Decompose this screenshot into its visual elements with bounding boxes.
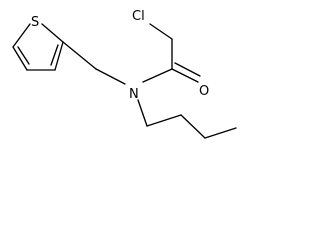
bond-c-o	[171, 68, 199, 83]
bond-n-butyl1	[137, 99, 148, 127]
bond-c4-c5-inner	[17, 46, 30, 65]
bond-c4-c5	[12, 46, 28, 71]
bond-c2-c3-inner	[50, 44, 59, 66]
bond-butyl1-butyl2	[146, 114, 182, 127]
side-chain	[62, 23, 237, 139]
bond-n-carbonyl	[142, 68, 173, 83]
sulfur-atom-label: S	[31, 15, 39, 30]
bond-ch2-n	[95, 68, 126, 85]
molecule-diagram: S N O Cl	[0, 0, 244, 152]
bond-s-c2	[41, 23, 64, 43]
bond-c-o-double	[174, 62, 201, 77]
bond-ring-ch2	[62, 41, 97, 70]
nitrogen-atom-label: N	[129, 87, 139, 102]
bond-butyl3-butyl4	[204, 127, 237, 139]
thiophene-ring	[12, 23, 64, 71]
chlorine-atom-label: Cl	[132, 9, 145, 24]
structural-formula: S N O Cl	[12, 9, 237, 139]
oxygen-atom-label: O	[199, 84, 209, 99]
bond-c2-c3	[54, 41, 64, 71]
bond-butyl2-butyl3	[180, 114, 206, 139]
bond-c5-s	[12, 23, 31, 48]
bond-ch2-cl	[149, 23, 173, 40]
